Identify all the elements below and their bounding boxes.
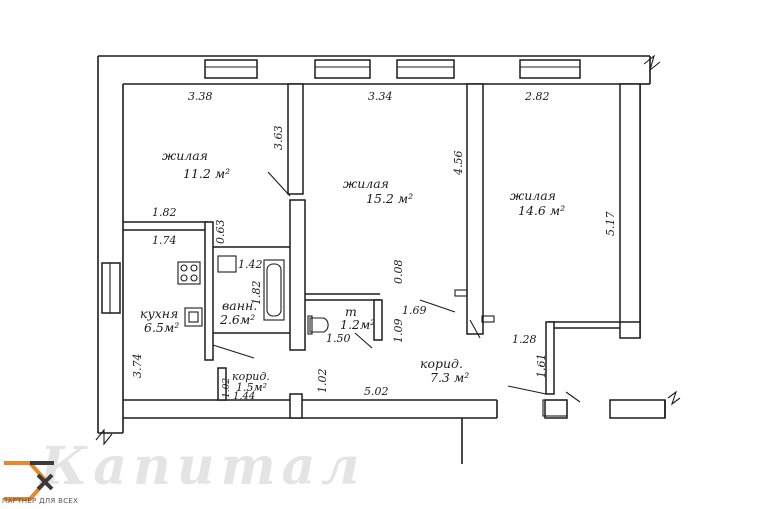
watermark-text: Капитал — [38, 436, 365, 497]
door-swings — [212, 171, 581, 417]
company-logo — [4, 461, 54, 501]
dim-169: 1.69 — [402, 304, 427, 317]
room-living1-name: жилая — [162, 148, 208, 163]
dim-334: 3.34 — [368, 90, 393, 103]
dim-174: 1.74 — [152, 234, 177, 247]
stove-icon — [177, 261, 201, 285]
room-living2-area: 15.2 м² — [366, 191, 413, 206]
room-living3-area: 14.6 м² — [518, 203, 565, 218]
dim-182-bath: 1.82 — [250, 281, 263, 306]
room-bath-area: 2.6м² — [219, 312, 255, 327]
room-corridor-area: 7.3 м² — [430, 370, 469, 385]
dimension-labels: 3.38 3.34 2.82 3.63 4.56 5.17 1.82 0.63 … — [131, 90, 617, 402]
room-kitchen-name: кухня — [140, 306, 178, 321]
dim-150: 1.50 — [326, 332, 351, 345]
room-labels: жилая 11.2 м² жилая 15.2 м² жилая 14.6 м… — [140, 148, 565, 394]
dim-109: 1.09 — [392, 319, 405, 344]
kitchen-sink-icon — [184, 307, 203, 327]
dim-338: 3.38 — [188, 90, 213, 103]
room-corridor-small-name: корид. — [232, 370, 270, 383]
room-bath-name: ванн. — [222, 298, 257, 313]
dim-517: 5.17 — [604, 212, 617, 237]
dim-008: 0.08 — [392, 260, 405, 285]
room-living1-area: 11.2 м² — [183, 166, 230, 181]
bath-sink-icon — [217, 255, 237, 273]
interior-walls — [123, 83, 681, 419]
dim-182-kitchen-top: 1.82 — [152, 206, 177, 219]
dim-144: 1.44 — [233, 391, 255, 402]
dim-128: 1.28 — [512, 333, 537, 346]
dim-102: 1.02 — [316, 369, 329, 394]
outer-walls — [95, 54, 661, 464]
dim-142: 1.42 — [238, 258, 263, 271]
windows — [101, 59, 581, 314]
dim-161: 1.61 — [535, 354, 548, 379]
room-living2-name: жилая — [343, 176, 389, 191]
dim-063: 0.63 — [214, 220, 227, 245]
room-living3-name: жилая — [510, 188, 556, 203]
dim-282: 2.82 — [524, 90, 550, 103]
dim-456: 4.56 — [452, 151, 465, 177]
dim-502: 5.02 — [364, 385, 389, 398]
logo-tagline: ПАРТНЕР ДЛЯ ВСЕХ — [2, 497, 79, 505]
room-toilet-name: т — [345, 304, 357, 319]
room-corridor-small-area: 1.5м² — [236, 381, 267, 394]
dim-102-small: 1.02 — [222, 378, 232, 398]
room-corridor-name: корид. — [420, 356, 463, 371]
bathtub-icon — [263, 259, 285, 321]
room-kitchen-area: 6.5м² — [144, 320, 179, 335]
fixtures — [177, 255, 329, 335]
toilet-icon — [309, 317, 329, 333]
dim-363: 3.63 — [272, 126, 285, 151]
dim-374: 3.74 — [131, 354, 144, 379]
room-toilet-area: 1.2м² — [340, 317, 375, 332]
